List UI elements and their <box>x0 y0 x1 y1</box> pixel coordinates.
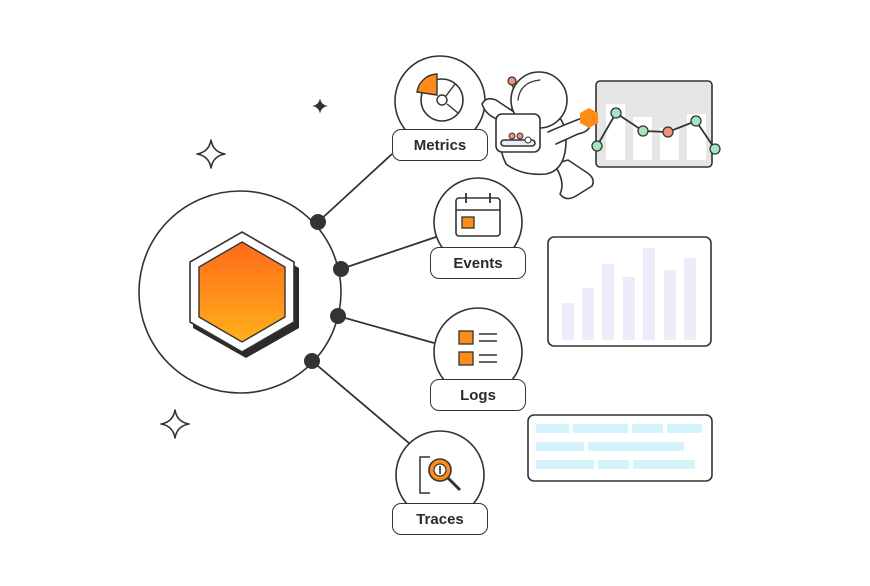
calendar-icon <box>455 193 501 237</box>
sparkle-icon <box>196 139 226 169</box>
list-icon <box>458 330 497 366</box>
log-lines-card <box>527 414 713 482</box>
connector-dots <box>304 214 349 369</box>
sparkle-icon <box>312 98 328 114</box>
connector-lines <box>311 153 437 445</box>
hexagon-logo-icon <box>189 231 299 358</box>
pie-chart-icon <box>416 73 464 122</box>
logs-label: Logs <box>430 379 526 411</box>
sparkle-icon <box>160 409 190 439</box>
traces-label: Traces <box>392 503 488 535</box>
line-chart-card <box>591 80 721 168</box>
events-label: Events <box>430 247 526 279</box>
bar-chart-card <box>547 236 712 347</box>
line-chart-bars <box>606 104 706 160</box>
metrics-label: Metrics <box>392 129 488 161</box>
magnifier-icon <box>419 456 462 494</box>
events-node <box>433 177 523 267</box>
astronaut-icon <box>481 71 598 200</box>
